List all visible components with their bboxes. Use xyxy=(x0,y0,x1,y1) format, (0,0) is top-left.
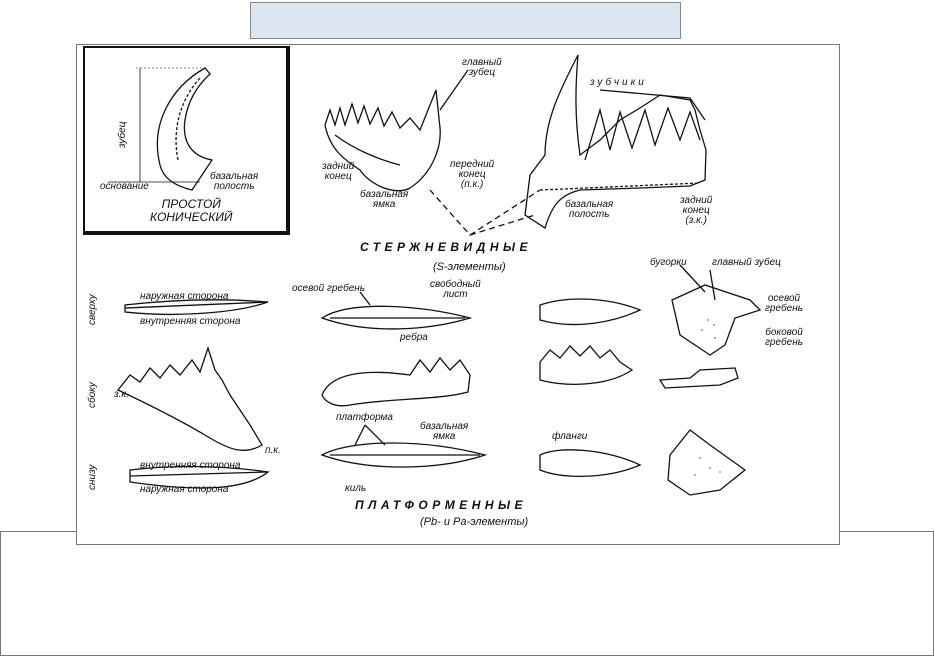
label-zadny-konets-left: задний конец xyxy=(322,161,355,182)
label-s-elementy: (S-элементы) xyxy=(433,261,506,273)
figure-frame xyxy=(76,44,840,545)
label-bazalnaya-polost-top: базальная полость xyxy=(565,199,614,220)
label-flangi: фланги xyxy=(552,431,588,442)
label-peredny-konets: передний конец (п.к.) xyxy=(450,159,495,190)
label-bokovoy-greben: боковой гребень xyxy=(765,327,804,348)
s-element-left-drawing xyxy=(324,89,441,192)
label-zk: з.к. xyxy=(114,389,129,400)
label-vnutrennyaya-storona-top: внутренняя сторона xyxy=(140,316,241,327)
label-sverkhu: сверху xyxy=(87,294,98,325)
label-bazalnaya-polost-inset: базальная полость xyxy=(210,171,259,192)
platform-middle-bottom-drawing xyxy=(320,442,488,468)
caption-box xyxy=(0,531,934,656)
label-svobodny-list: свободный лист xyxy=(430,279,481,300)
platform-right-side-drawing xyxy=(539,345,634,385)
label-platforma: платформа xyxy=(336,412,393,423)
label-zubchiki: зубчики xyxy=(590,77,647,88)
simple-cone-drawing xyxy=(156,67,214,191)
label-rebra: ребра xyxy=(400,332,428,343)
label-platformennye: ПЛАТФОРМЕННЫЕ xyxy=(355,498,528,512)
label-pk: п.к. xyxy=(265,445,281,456)
label-naruzhnaya-storona-top: наружная сторона xyxy=(140,291,229,302)
platform-far-top-drawing xyxy=(671,284,762,356)
label-zadny-konets-right: задний конец (з.к.) xyxy=(680,195,713,226)
label-prostoy-konichesky: ПРОСТОЙ КОНИЧЕСКИЙ xyxy=(150,197,233,224)
label-bazalnaya-yamka-top: базальная ямка xyxy=(360,189,409,210)
platform-middle-side-drawing xyxy=(321,356,471,407)
s-element-right-drawing xyxy=(524,54,707,230)
inset-simple-conical xyxy=(83,46,290,235)
label-osevoy-greben-left: осевой гребень xyxy=(292,283,366,294)
label-kil: киль xyxy=(345,483,367,494)
platform-view-side-drawing xyxy=(116,345,263,451)
platform-right-top-drawing xyxy=(539,298,642,326)
label-osevoy-greben-right: осевой гребень xyxy=(765,293,804,314)
label-sterzhnevidnye: СТЕРЖНЕВИДНЫЕ xyxy=(360,240,533,254)
label-sboku: сбоку xyxy=(87,382,98,408)
title-box xyxy=(250,2,681,39)
label-naruzhnaya-storona-bottom: наружная сторона xyxy=(140,484,229,495)
label-pb-pa-elementy: (Pb- и Pa-элементы) xyxy=(420,516,529,528)
platform-right-bottom-drawing xyxy=(539,449,642,477)
label-glavny-zubets-top: главный зубец xyxy=(462,57,502,78)
label-bazalnaya-yamka-bottom: базальная ямка xyxy=(420,421,469,442)
label-bugorki: бугорки xyxy=(650,257,687,268)
label-vnutrennyaya-storona-bottom: внутренняя сторона xyxy=(140,460,241,471)
platform-far-bottom-drawing xyxy=(667,429,747,496)
platform-far-side-drawing xyxy=(658,367,739,389)
label-glavny-zubets-right: главный зубец xyxy=(712,257,781,268)
label-zubets: зубец xyxy=(117,121,128,148)
platform-middle-top-drawing xyxy=(320,305,473,330)
label-snizu: снизу xyxy=(87,464,98,490)
label-osnovanie: основание xyxy=(100,181,149,192)
